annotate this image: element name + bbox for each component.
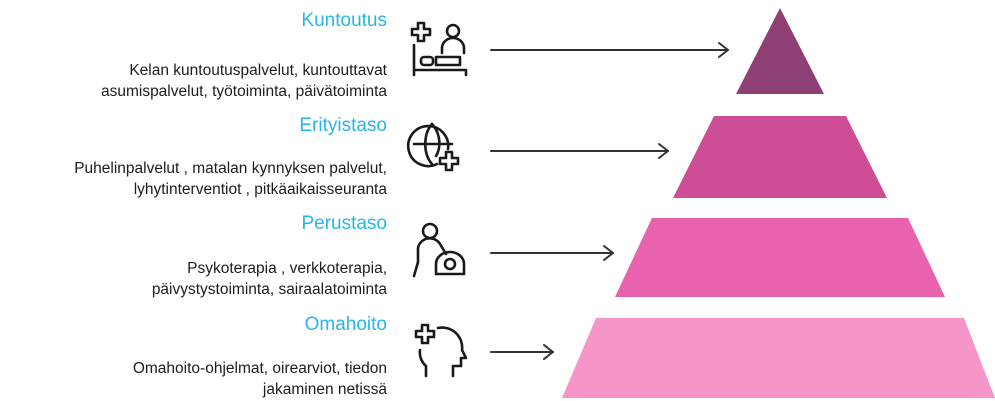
description-line: Kelan kuntoutuspalvelut, kuntouttavat [129, 62, 387, 79]
level-title-erityistaso: Erityistaso [299, 115, 387, 136]
level-title-kuntoutus: Kuntoutus [301, 10, 387, 31]
pyramid-tier-kuntoutus [736, 8, 824, 94]
description-line: Omahoito-ohjelmat, oirearviot, tiedon [132, 360, 387, 377]
rehabilitation-bed-icon [408, 20, 470, 77]
description-line: asumispalvelut, työtoiminta, päivätoimin… [100, 83, 387, 100]
description-line: jakaminen netissä [262, 381, 387, 398]
level-description-omahoito: Omahoito-ohjelmat, oirearviot, tiedon ja… [133, 358, 387, 400]
level-title-omahoito: Omahoito [304, 314, 387, 335]
globe-plus-icon [406, 122, 472, 178]
level-description-kuntoutus: Kelan kuntoutuspalvelut, kuntouttavat as… [101, 60, 387, 102]
pyramid-tier-erityistaso [673, 116, 887, 198]
pyramid-tier-omahoito [562, 318, 995, 398]
pyramid-tier-perustaso [615, 218, 945, 297]
description-line: Puhelinpalvelut , matalan kynnyksen palv… [74, 160, 387, 177]
level-description-erityistaso: Puhelinpalvelut , matalan kynnyksen palv… [74, 158, 387, 200]
arrow-to-omahoito [490, 344, 555, 360]
arrow-to-kuntoutus [490, 42, 730, 58]
caregiver-icon [410, 222, 472, 278]
description-line: lyhytinterventiot , pitkäaikaisseuranta [133, 181, 387, 198]
level-description-perustaso: Psykoterapia , verkkoterapia, päivystyst… [152, 258, 387, 300]
self-care-head-icon [412, 322, 474, 378]
arrow-to-perustaso [490, 245, 615, 261]
level-title-perustaso: Perustaso [301, 213, 387, 234]
description-line: päivystystoiminta, sairaalatoiminta [151, 281, 387, 298]
arrow-to-erityistaso [490, 143, 670, 159]
description-line: Psykoterapia , verkkoterapia, [187, 260, 387, 277]
